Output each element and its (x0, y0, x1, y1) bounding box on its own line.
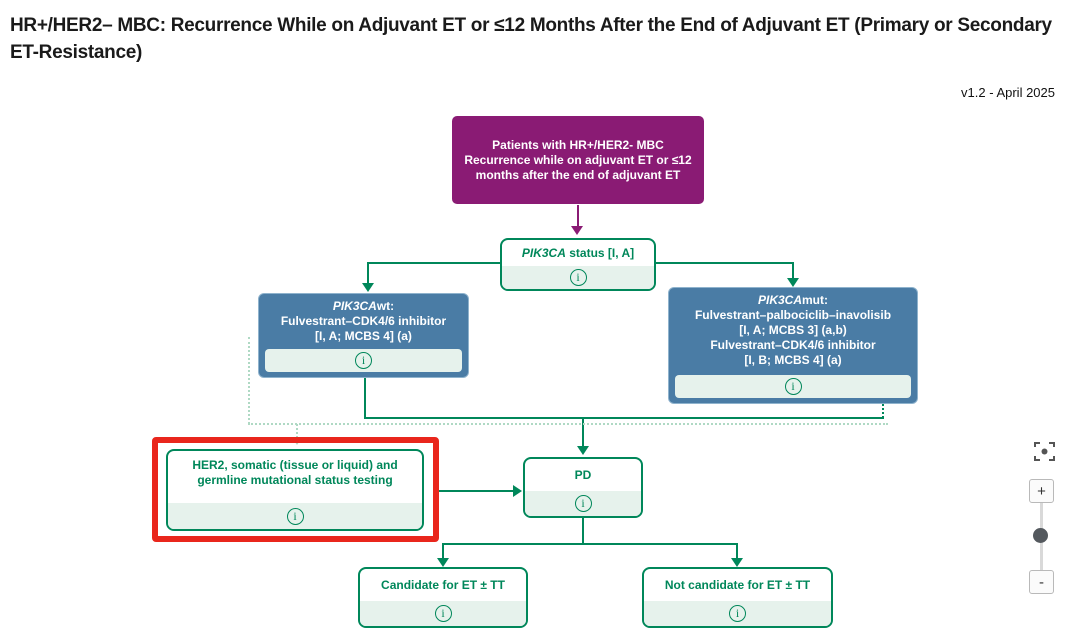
node-mut-line3: [I, A; MCBS 3] (a,b) (739, 323, 847, 337)
node-not-candidate-label: Not candidate for ET ± TT (664, 577, 811, 592)
zoom-out-button[interactable]: - (1029, 570, 1054, 594)
connector-split-left-v (442, 543, 444, 559)
arrowhead-candidate (437, 558, 449, 567)
node-pik3ca-status: PIK3CA status [I, A] i (500, 238, 656, 291)
info-icon[interactable]: i (434, 605, 452, 622)
node-her2-testing: HER2, somatic (tissue or liquid) and ger… (166, 449, 424, 531)
node-wt-title: PIK3CAwt: (259, 299, 468, 314)
connector-status-mut-v (792, 262, 794, 279)
node-mut-title: PIK3CAmut: (669, 293, 917, 308)
connector-merge-pd (582, 418, 584, 446)
node-candidate-label: Candidate for ET ± TT (381, 577, 505, 592)
connector-patients-status (577, 205, 579, 228)
connector-split-right-v (736, 543, 738, 559)
arrowhead-patients-status (571, 226, 583, 235)
node-pik3ca-status-label: PIK3CA status [I, A] (522, 246, 634, 261)
highlight-red-frame (152, 437, 439, 542)
wt-suffix: wt: (376, 299, 395, 313)
arrowhead-merge-pd (577, 446, 589, 455)
node-her2-line2: germline mutational status testing (197, 473, 393, 487)
connector-dotted-testing-v (296, 424, 298, 438)
node-her2-line1: HER2, somatic (tissue or liquid) and (192, 458, 398, 472)
node-candidate: Candidate for ET ± TT i (358, 567, 528, 628)
arrowhead-status-wt (362, 283, 374, 292)
node-pd: PD i (523, 457, 643, 518)
info-icon[interactable]: i (729, 605, 746, 622)
info-icon[interactable]: i (286, 507, 304, 525)
status-label-rest: status [I, A] (565, 245, 635, 260)
node-mut-line5: [I, B; MCBS 4] (a) (744, 353, 842, 367)
node-mut-line2: Fulvestrant–palbociclib–inavolisib (694, 308, 892, 322)
node-patients-text: Patients with HR+/HER2- MBC Recurrence w… (464, 137, 692, 182)
gene-name: PIK3CA (332, 299, 377, 313)
connector-wt-down (364, 378, 366, 419)
node-patients: Patients with HR+/HER2- MBC Recurrence w… (452, 116, 704, 204)
info-icon[interactable]: i (784, 378, 802, 395)
node-pik3ca-wt: PIK3CAwt: Fulvestrant–CDK4/6 inhibitor [… (258, 293, 469, 378)
connector-status-wt-h (368, 262, 500, 264)
fit-view-icon[interactable] (1033, 440, 1056, 463)
arrowhead-status-mut (787, 278, 799, 287)
arrowhead-not-candidate (731, 558, 743, 567)
connector-dotted-h (248, 423, 888, 425)
info-icon[interactable]: i (569, 269, 587, 286)
arrowhead-testing-pd (513, 485, 522, 497)
version-label: v1.2 - April 2025 (961, 85, 1055, 100)
node-pd-label: PD (574, 467, 592, 482)
node-not-candidate: Not candidate for ET ± TT i (642, 567, 833, 628)
connector-merge-h (364, 417, 884, 419)
connector-status-mut-h (656, 262, 793, 264)
connector-split-h (442, 543, 738, 545)
zoom-slider-handle[interactable] (1033, 528, 1048, 543)
page-title: HR+/HER2– MBC: Recurrence While on Adjuv… (10, 15, 1052, 63)
connector-testing-pd (439, 490, 515, 492)
mut-suffix: mut: (802, 293, 828, 307)
zoom-in-button[interactable]: + (1029, 479, 1054, 503)
connector-status-wt-v (367, 262, 369, 283)
gene-name: PIK3CA (521, 245, 566, 260)
info-icon[interactable]: i (355, 352, 372, 369)
info-icon[interactable]: i (574, 495, 592, 512)
node-mut-line4: Fulvestrant–CDK4/6 inhibitor (710, 338, 876, 352)
gene-name: PIK3CA (757, 293, 802, 307)
connector-dotted-left-v (248, 337, 250, 424)
node-pik3ca-mut: PIK3CAmut: Fulvestrant–palbociclib–inavo… (668, 287, 918, 404)
connector-mut-down-dotted (882, 404, 884, 418)
node-wt-line3: [I, A; MCBS 4] (a) (315, 329, 412, 343)
connector-pd-down (582, 518, 584, 545)
node-wt-line2: Fulvestrant–CDK4/6 inhibitor (280, 314, 447, 328)
